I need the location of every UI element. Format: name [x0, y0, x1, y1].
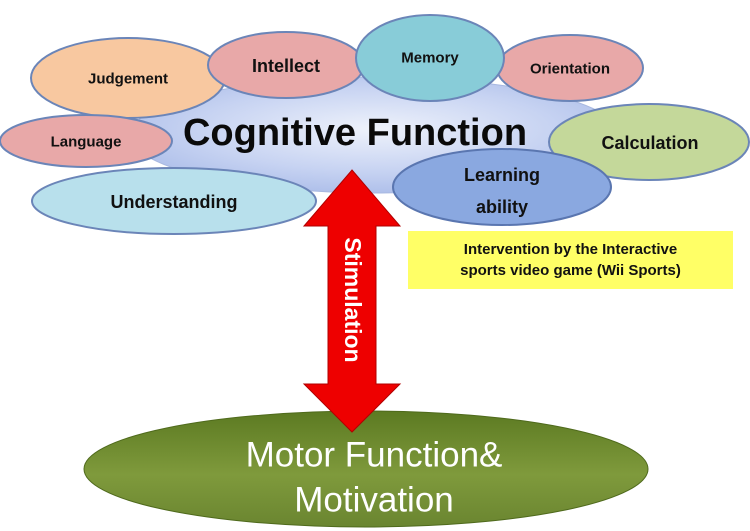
intervention-note: Intervention by the Interactive sports v… — [408, 231, 733, 289]
understanding-ellipse — [31, 167, 317, 235]
ability-label: ability — [476, 197, 528, 217]
language-label: Language — [51, 134, 122, 151]
motor-line-1: Motor Function& — [246, 436, 503, 475]
stimulation-label: Stimulation — [340, 237, 366, 362]
orientation-label: Orientation — [530, 61, 610, 78]
calculation-label: Calculation — [601, 133, 698, 153]
memory-label: Memory — [401, 50, 459, 67]
understanding-label: Understanding — [110, 192, 237, 212]
memory-ellipse — [355, 14, 505, 102]
stimulation-arrow — [302, 169, 402, 433]
language-ellipse — [0, 114, 173, 168]
intellect-label: Intellect — [252, 56, 320, 76]
note-line-1: Intervention by the Interactive — [463, 241, 678, 258]
learning-ability-ellipse — [392, 148, 612, 226]
learning-label: Learning — [464, 165, 540, 185]
core-label: Cognitive Function — [183, 112, 527, 154]
calculation-ellipse — [548, 103, 750, 181]
motor-line-2: Motivation — [294, 481, 454, 520]
note-line-2: sports video game (Wii Sports) — [460, 262, 681, 279]
judgement-label: Judgement — [88, 71, 168, 88]
